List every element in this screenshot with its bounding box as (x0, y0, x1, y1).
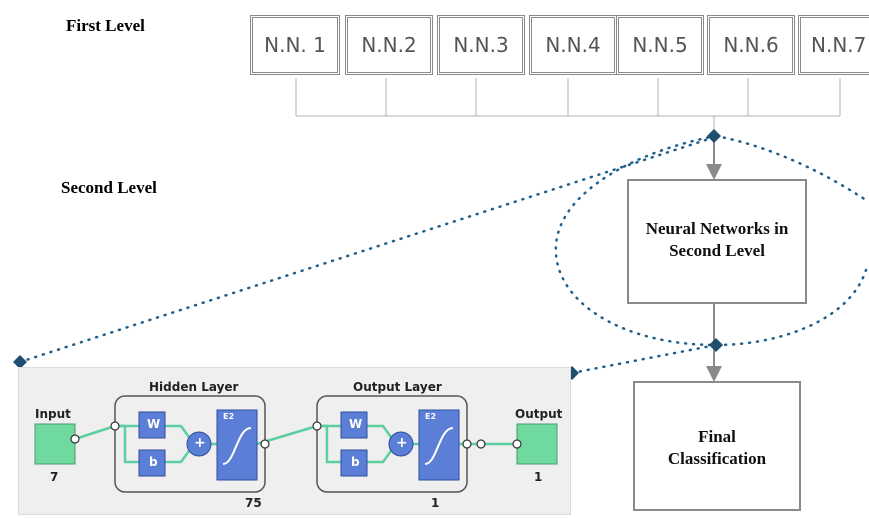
hidden-weight-block (138, 411, 166, 439)
final-box-line1: Final (698, 427, 736, 446)
network-box-3: N.N.3 (437, 15, 525, 75)
output-transfer-label: E2 (425, 412, 437, 421)
junction-nodes (70, 421, 522, 449)
output-weight-block (340, 411, 368, 439)
network-output-bracket (295, 78, 841, 136)
connector-dots (13, 129, 723, 380)
output-layer-size: 1 (431, 496, 440, 510)
network-architecture-graphic (34, 395, 558, 493)
second-level-box-line1: Neural Networks in (645, 219, 789, 238)
network-box-5: N.N.5 (616, 15, 704, 75)
hidden-sum-label: + (194, 435, 206, 451)
network-architecture-panel: Input 7 Hidden Layer 75 Output Layer 1 O… (18, 367, 571, 515)
network-box-2: N.N.2 (345, 15, 433, 75)
hidden-bias-label: b (149, 455, 158, 469)
output-weight-label: W (349, 417, 363, 431)
dotted-callout (18, 134, 868, 375)
hidden-transfer-curve (222, 427, 252, 465)
hidden-bias-block (138, 449, 166, 477)
network-box-4: N.N.4 (529, 15, 617, 75)
hidden-weight-label: W (147, 417, 161, 431)
second-level-label: Second Level (61, 178, 157, 197)
hidden-layer-title: Hidden Layer (149, 380, 239, 394)
hidden-sum-node (186, 431, 212, 457)
output-transfer-curve (424, 427, 454, 465)
output-block (516, 423, 558, 465)
output-bias-block (340, 449, 368, 477)
output-label: Output (515, 407, 563, 421)
second-level-network-box: Neural Networks in Second Level (627, 179, 807, 304)
network-box-1: N.N. 1 (250, 15, 340, 75)
output-size: 1 (534, 470, 543, 484)
output-sum-label: + (396, 435, 408, 451)
hidden-layer-blocks (138, 409, 258, 481)
second-level-box-line2: Second Level (669, 241, 765, 260)
hidden-transfer-label: E2 (223, 412, 235, 421)
hidden-layer-size: 75 (245, 496, 262, 510)
output-layer-title: Output Layer (353, 380, 442, 394)
final-box-line2: Classification (667, 449, 767, 468)
output-layer-blocks (340, 409, 460, 481)
first-level-label: First Level (66, 16, 145, 35)
network-box-6: N.N.6 (707, 15, 795, 75)
input-block (34, 423, 76, 465)
output-bias-label: b (351, 455, 360, 469)
input-label: Input (35, 407, 71, 421)
network-box-7: N.N.7 (798, 15, 869, 75)
input-size: 7 (50, 470, 59, 484)
final-classification-box: Final Classification (633, 381, 801, 511)
output-sum-node (388, 431, 414, 457)
